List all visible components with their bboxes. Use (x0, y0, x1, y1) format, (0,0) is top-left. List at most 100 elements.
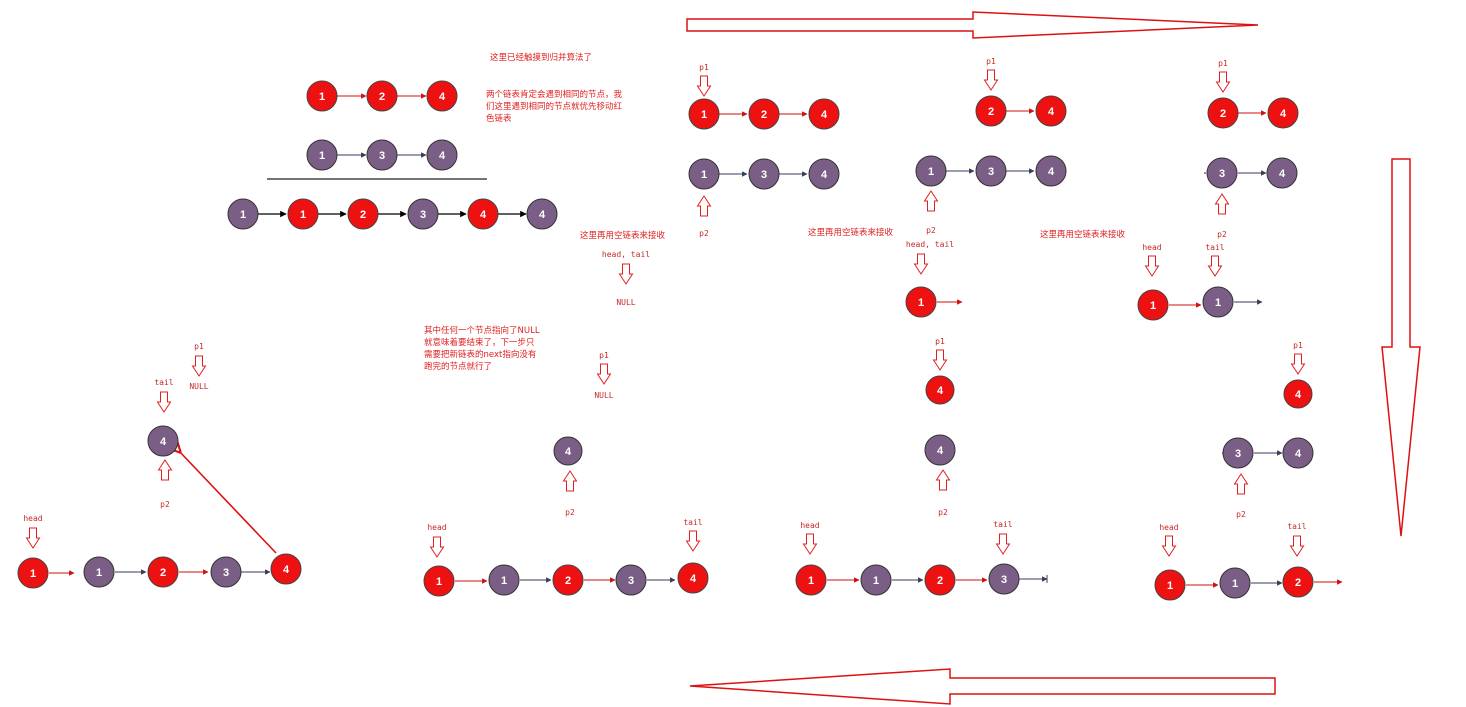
svg-text:1: 1 (1167, 580, 1173, 592)
pointer-arrow (156, 391, 172, 413)
pointer-arrow (562, 470, 578, 492)
head-label: head (800, 521, 819, 530)
list-node: 1 (1137, 289, 1169, 321)
pointer-arrow (1214, 193, 1230, 215)
list-node: 3 (366, 139, 398, 171)
list-node: 4 (1282, 437, 1314, 469)
list-node: 2 (147, 556, 179, 588)
p1-label: p1 (699, 63, 709, 72)
svg-text:4: 4 (565, 446, 572, 458)
same-node-note-line-2: 们这里遇到相同的节点就优先移动红 (486, 101, 623, 112)
end-note-line-2: 就意味着要结束了，下一步只 (424, 337, 535, 348)
list-node: 4 (467, 198, 499, 230)
list-node: 1 (1219, 567, 1251, 599)
svg-text:3: 3 (1001, 574, 1007, 586)
pointer-arrow (1144, 255, 1160, 277)
svg-text:1: 1 (808, 575, 814, 587)
svg-text:1: 1 (240, 209, 246, 221)
list-node: 1 (688, 158, 720, 190)
svg-text:4: 4 (1280, 108, 1287, 120)
list-node: 4 (270, 553, 302, 585)
list-node: 2 (552, 564, 584, 596)
head-label: head (1159, 523, 1178, 532)
list-node: 3 (988, 563, 1020, 595)
list-node: 1 (905, 286, 937, 318)
svg-text:2: 2 (565, 575, 571, 587)
list-node: 2 (1282, 566, 1314, 598)
svg-text:1: 1 (1150, 300, 1156, 312)
list-nodes: 1 2 4 1 3 4 1 1 2 3 4 4 1 2 4 1 3 4 2 4 … (17, 80, 1314, 601)
list-node: 1 (488, 564, 520, 596)
p1-label: p1 (599, 351, 609, 360)
svg-text:1: 1 (701, 169, 707, 181)
pointer-arrow (596, 363, 612, 385)
list-node: 1 (306, 139, 338, 171)
svg-text:1: 1 (1215, 297, 1221, 309)
list-node: 2 (1207, 97, 1239, 129)
pointer-arrow (685, 530, 701, 552)
svg-text:4: 4 (1048, 166, 1055, 178)
svg-text:4: 4 (937, 385, 944, 397)
pointer-arrow (1289, 535, 1305, 557)
pointer-arrow (1215, 71, 1231, 93)
pointer-labels: p1 p2 p1 p2 head, tail p1 p2 head tail p… (23, 57, 1306, 532)
pointer-arrow (1207, 255, 1223, 277)
svg-text:1: 1 (319, 150, 325, 162)
p2-label: p2 (565, 508, 575, 517)
svg-text:1: 1 (436, 576, 442, 588)
p1-label: p1 (1218, 59, 1228, 68)
list-node: 3 (615, 564, 647, 596)
list-node: 1 (306, 80, 338, 112)
p2-label: p2 (926, 226, 936, 235)
head-tail-label: head, tail (906, 240, 954, 249)
svg-text:1: 1 (928, 166, 934, 178)
svg-text:3: 3 (223, 567, 229, 579)
pointer-arrow (696, 195, 712, 217)
head-label: head (23, 514, 42, 523)
list-node: 1 (795, 564, 827, 596)
svg-text:1: 1 (96, 567, 102, 579)
svg-text:4: 4 (160, 436, 167, 448)
list-node: 1 (860, 564, 892, 596)
svg-text:3: 3 (761, 169, 767, 181)
pointer-arrow (429, 536, 445, 558)
svg-text:2: 2 (988, 106, 994, 118)
pointer-arrow (995, 533, 1011, 555)
svg-text:4: 4 (539, 209, 546, 221)
svg-text:1: 1 (1232, 578, 1238, 590)
end-note-line-1: 其中任何一个节点指向了NULL (424, 325, 540, 336)
list-node: 4 (1267, 97, 1299, 129)
list-node: 1 (1154, 569, 1186, 601)
pointer-arrow (923, 190, 939, 212)
svg-text:1: 1 (30, 568, 36, 580)
svg-text:4: 4 (1279, 168, 1286, 180)
pointer-arrow (932, 349, 948, 371)
pointer-arrows (25, 69, 1306, 558)
receive-note: 这里再用空链表来接收 (1040, 229, 1126, 240)
svg-text:4: 4 (937, 445, 944, 457)
p2-label: p2 (699, 229, 709, 238)
svg-text:2: 2 (1220, 108, 1226, 120)
list-node: 3 (210, 556, 242, 588)
list-node: 4 (426, 139, 458, 171)
svg-text:1: 1 (873, 575, 879, 587)
end-note-line-3: 需要把新链表的next指向没有 (424, 349, 536, 360)
null-label: NULL (594, 391, 613, 400)
list-node: 4 (808, 158, 840, 190)
pointer-arrow (1290, 353, 1306, 375)
null-label: NULL (616, 298, 635, 307)
svg-text:1: 1 (501, 575, 507, 587)
list-node: 4 (924, 434, 956, 466)
svg-text:3: 3 (1235, 448, 1241, 460)
list-node: 4 (1035, 155, 1067, 187)
list-node: 1 (83, 556, 115, 588)
p2-label: p2 (1236, 510, 1246, 519)
svg-text:3: 3 (1219, 168, 1225, 180)
pointer-arrow (1161, 535, 1177, 557)
tail-label: tail (683, 518, 702, 527)
pointer-arrow (191, 355, 207, 377)
svg-text:3: 3 (420, 209, 426, 221)
list-node: 3 (407, 198, 439, 230)
list-node: 4 (1035, 95, 1067, 127)
head-tail-label: head, tail (602, 250, 650, 259)
